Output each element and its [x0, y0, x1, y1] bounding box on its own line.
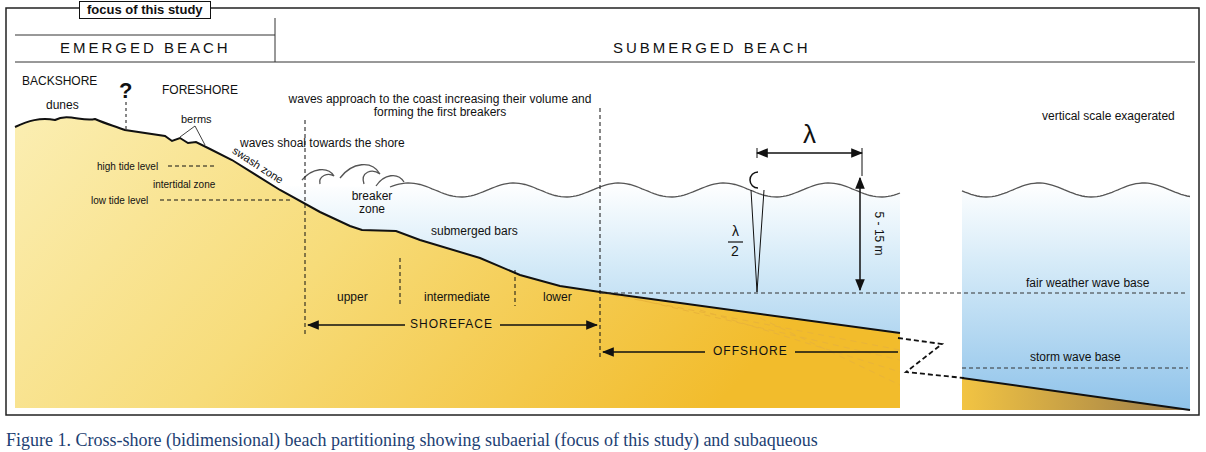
fraction-bar: [728, 241, 743, 242]
fraction-denominator: 2: [731, 244, 739, 259]
header-lines: [15, 18, 1195, 62]
zone-extent-label: SHOREFACE: [410, 318, 493, 331]
focus-box: focus of this study: [79, 1, 211, 19]
feature-label: dunes: [46, 99, 79, 112]
figure-caption: Figure 1. Cross-shore (bidimensional) be…: [6, 430, 818, 451]
orbital-depth-triangle: [751, 190, 764, 292]
wavelength-arrow: [757, 152, 862, 154]
level-label: low tide level: [91, 195, 148, 206]
level-label: fair weather wave base: [1026, 277, 1149, 290]
wave-line: [390, 183, 900, 197]
deep-sand: [962, 378, 1190, 410]
sea-water: [962, 183, 1190, 410]
depth-arrow: [859, 178, 861, 290]
break-zigzag: [898, 338, 964, 378]
shoreface-part: intermediate: [424, 291, 490, 304]
shoreface-part: upper: [337, 291, 368, 304]
shoreface-part: lower: [543, 291, 572, 304]
deep-profile-line: [962, 378, 1190, 410]
orbital-circle: [750, 172, 758, 188]
breaking-waves: [302, 165, 404, 186]
level-label: high tide level: [97, 161, 158, 172]
zone-extent-label: OFFSHORE: [713, 345, 788, 358]
zone-name: FORESHORE: [162, 84, 238, 97]
frame: [6, 8, 1199, 415]
beach-sand: [15, 117, 900, 408]
wave-line: [962, 183, 1190, 197]
wavelength-symbol: λ: [803, 120, 816, 149]
fair-weather-wave-base: [600, 293, 1188, 294]
process-note: waves approach to the coast increasing t…: [270, 93, 610, 119]
dimension: 5 - 15 m: [871, 212, 884, 256]
wavelength-ticks: [757, 148, 862, 176]
beach-profile-line: [15, 117, 900, 333]
region-heading: SUBMERGED BEACH: [613, 40, 811, 57]
box-title: focus of this study: [87, 2, 203, 17]
note: vertical scale exagerated: [1042, 110, 1175, 123]
process-note: waves shoal towards the shore: [240, 137, 405, 150]
question-mark: ?: [119, 79, 132, 103]
storm-wave-base: [962, 368, 1188, 369]
fraction-numerator: λ: [732, 224, 739, 239]
zone-name: BACKSHORE: [22, 75, 97, 88]
region-heading: EMERGED BEACH: [60, 40, 231, 57]
zone-label: breaker zone: [342, 190, 402, 216]
feature-label: berms: [181, 113, 212, 125]
offshore-strata: [602, 293, 900, 385]
berm-leader: [180, 126, 205, 145]
zone-label: intertidal zone: [153, 179, 215, 190]
feature-label: submerged bars: [431, 225, 518, 238]
backshore-divider: [126, 102, 127, 130]
level-label: storm wave base: [1030, 351, 1121, 364]
